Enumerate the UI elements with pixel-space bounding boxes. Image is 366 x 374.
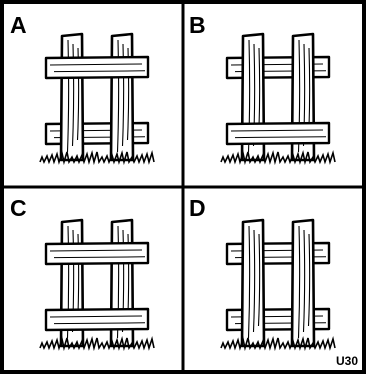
panel-label-c: C xyxy=(10,197,27,220)
panel-label-b: B xyxy=(189,14,206,37)
grass-tufts xyxy=(40,338,154,348)
left-post xyxy=(242,220,264,346)
grass-tufts xyxy=(221,152,335,162)
panel-d-fence-drawing xyxy=(221,220,335,348)
right-post xyxy=(292,220,314,346)
panel-c-fence-drawing xyxy=(40,220,154,348)
top-rail xyxy=(46,243,148,264)
right-post xyxy=(111,34,133,160)
grass-tufts xyxy=(221,338,335,348)
panel-b-fence-drawing xyxy=(221,34,335,162)
top-rail xyxy=(46,57,148,78)
bottom-rail xyxy=(46,309,148,330)
left-post xyxy=(61,34,83,160)
figure-code: U30 xyxy=(336,355,358,367)
grass-tufts xyxy=(40,152,154,162)
panel-a-fence-drawing xyxy=(40,34,154,162)
panel-label-d: D xyxy=(189,197,206,220)
bottom-rail xyxy=(227,123,329,144)
panel-label-a: A xyxy=(10,14,27,37)
